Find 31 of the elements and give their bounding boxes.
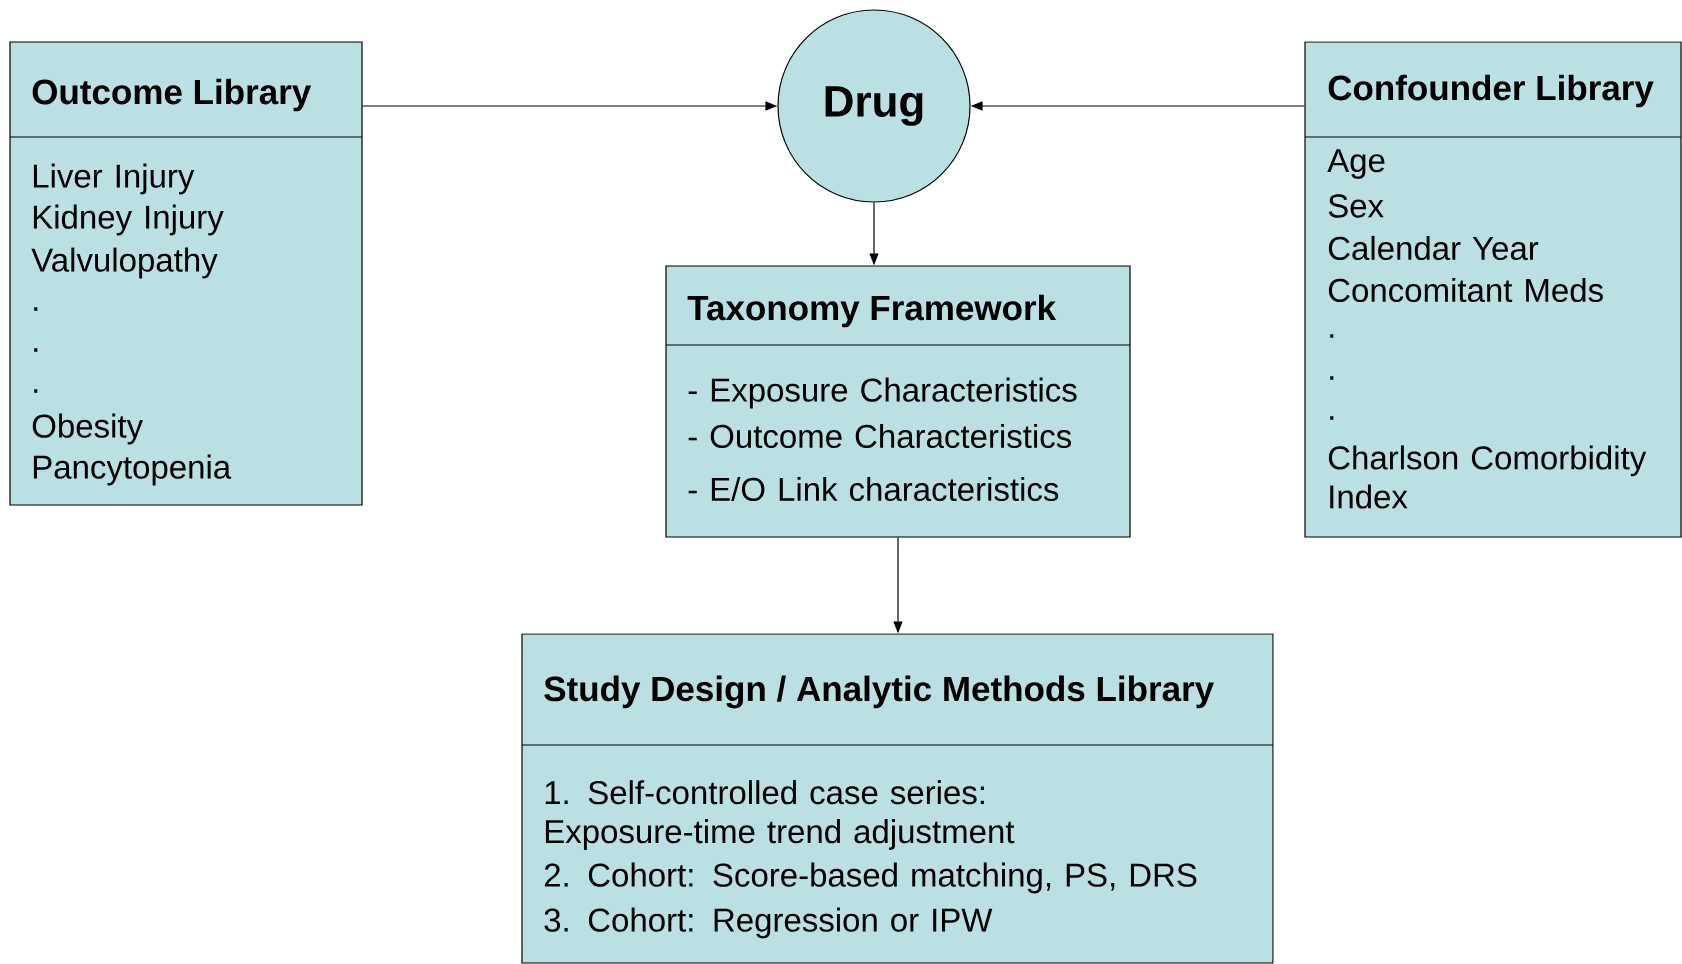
circle-node: Drug — [777, 9, 971, 203]
library-box — [9, 41, 363, 506]
list-item: Pancytopenia — [33, 454, 232, 486]
list-item: Liver Injury — [33, 163, 195, 195]
list-item: Sex — [1328, 194, 1384, 218]
list-item: - Exposure Characteristics — [688, 377, 1077, 409]
list-item: . — [34, 389, 38, 393]
list-item: Valvulopathy — [31, 247, 218, 279]
list-item: - Outcome Characteristics — [688, 423, 1072, 449]
list-item: . — [1330, 334, 1334, 338]
list-item: 1. Self-controlled case series: Exposure-time trend adjustment — [545, 780, 1015, 850]
list-item: Concomitant Meds — [1328, 277, 1603, 303]
list-item: Charlson Comorbidity Index — [1328, 445, 1647, 509]
list-item: Age — [1327, 149, 1385, 179]
list-item: 3. Cohort: Regression or IPW — [544, 907, 993, 939]
list-item: Obesity — [32, 413, 143, 445]
library-box — [665, 265, 1131, 538]
list-item: - E/O Link characteristics — [688, 476, 1059, 502]
list-item: . — [1330, 376, 1334, 380]
list-item: . — [1330, 416, 1334, 420]
library-box — [521, 633, 1274, 964]
list-item: Kidney Injury — [33, 204, 224, 236]
box-heading: Taxonomy Framework — [687, 294, 1057, 328]
library-box — [1304, 41, 1682, 538]
box-heading: Outcome Library — [32, 78, 312, 112]
box-heading: Confounder Library — [1328, 74, 1654, 108]
box-heading: Study Design / Analytic Methods Library — [544, 675, 1214, 709]
list-item: Calendar Year — [1328, 235, 1539, 261]
list-item: . — [34, 307, 38, 311]
list-item: . — [34, 348, 38, 352]
list-item: 2. Cohort: Score-based matching, PS, DRS — [544, 862, 1197, 894]
